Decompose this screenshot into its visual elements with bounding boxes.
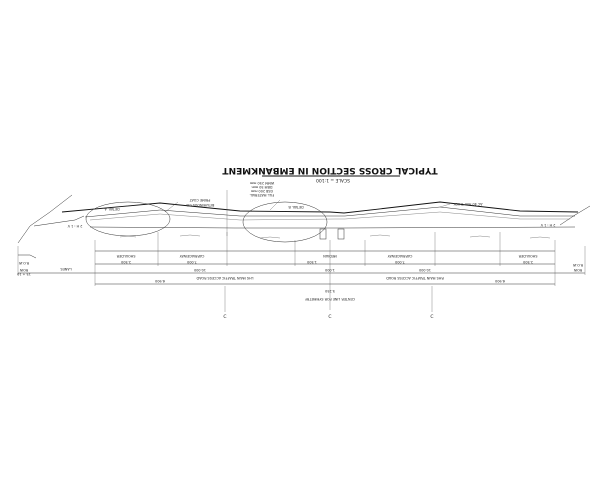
- dim-w3: 1.500: [307, 260, 317, 264]
- layer-tick-5: [469, 235, 491, 238]
- dim-w11: 6.900: [495, 279, 505, 283]
- note-bituminous: BITUMINOUS CO.: [186, 203, 215, 207]
- dim-w2: 7.000: [187, 260, 197, 264]
- dim-w9: 6.900: [155, 279, 165, 283]
- note-ac: AC 40 mm THICK: [453, 202, 483, 206]
- label-right-carriageway: CARRIAGEWAY: [387, 254, 413, 258]
- label-left-carriageway: CARRIAGEWAY: [179, 254, 205, 258]
- note-prime-coat: PRIME COAT: [189, 198, 211, 202]
- note-fill: FILL MATERIAL: [250, 193, 275, 197]
- cl-mark-right: C: [430, 314, 433, 320]
- note-slope-left: 2 H : 1 V: [67, 224, 82, 228]
- road-surface: [61, 201, 579, 214]
- label-right-road: RHS MAIN TRAFFIC ACCESS ROAD: [386, 276, 444, 280]
- formation-line: [89, 226, 576, 229]
- cl-mark-centre: C: [328, 314, 331, 320]
- label-row-left-dim: 15 + 10: [17, 272, 31, 276]
- note-dbm: DBM 50 mm: [251, 185, 273, 189]
- label-row-right: R.O.W: [572, 263, 583, 267]
- label-left-shoulder: SHOULDER: [116, 254, 135, 258]
- note-slope-right: 2 H : 1 V: [540, 223, 555, 227]
- left-ground-line: [18, 254, 37, 259]
- note-gsb: GSB 200 mm: [250, 189, 273, 193]
- cl-mark-left: C: [223, 314, 226, 320]
- left-embankment-slope: [17, 194, 73, 244]
- dim-w8: 1.000: [325, 268, 335, 272]
- detail-b-circle: [242, 201, 328, 243]
- left-toe-line: [33, 215, 85, 227]
- road-subbase-layer: [89, 211, 570, 221]
- label-left-road: LHS MAIN TRAFFIC ACCESS ROAD: [196, 276, 253, 280]
- dim-w4: 7.000: [395, 260, 405, 264]
- label-median: MEDIAN: [323, 254, 337, 258]
- dim-w10: 5.250: [325, 289, 335, 293]
- dim-w5: 2.500: [523, 260, 533, 264]
- detail-a-circle: [85, 201, 171, 237]
- note-wmm: WMM 250 mm: [249, 181, 274, 185]
- label-center-line: CENTER LINE FOR SYMMETRY: [304, 297, 355, 301]
- layer-tick-2: [179, 234, 201, 237]
- dim-w1: 2.500: [121, 260, 131, 264]
- layer-tick-3: [259, 236, 281, 239]
- median-kerb-left: [319, 228, 327, 240]
- label-row-left-short: ROW: [19, 268, 28, 272]
- leader-gsb: [269, 199, 281, 211]
- note-detail-b: DETAIL B: [288, 205, 304, 209]
- drawing-title: TYPICAL CROSS SECTION IN EMBANKMENT: [222, 165, 438, 175]
- median-kerb-right: [337, 228, 345, 240]
- layer-tick-6: [529, 236, 551, 239]
- label-lanes: LANES: [60, 267, 71, 271]
- label-right-shoulder: SHOULDER: [518, 254, 537, 258]
- label-row-right-short: ROW: [573, 268, 582, 272]
- leader-ac: [439, 203, 451, 208]
- layer-tick-1: [119, 235, 137, 238]
- drawing-scale: SCALE = 1:100: [316, 177, 350, 183]
- right-embankment-slope: [559, 205, 591, 226]
- note-detail-a: DETAIL A: [104, 207, 120, 211]
- dim-w6: 10.000: [194, 268, 206, 272]
- layer-tick-4: [369, 234, 391, 237]
- dim-w7: 10.000: [419, 268, 431, 272]
- road-base-layer: [84, 206, 575, 218]
- label-row-left: R.O.W: [18, 261, 29, 265]
- leader-bituminous: [164, 201, 179, 213]
